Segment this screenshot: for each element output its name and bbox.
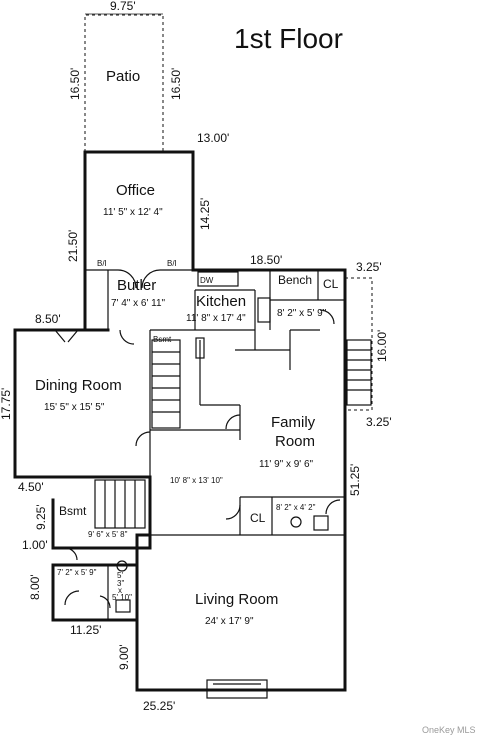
family-label-2: Room (275, 433, 315, 450)
range (257, 297, 271, 323)
island-sink (195, 337, 205, 359)
dim-office-top: 13.00' (197, 131, 229, 145)
butler-size: 7' 4" x 6' 11" (111, 298, 166, 309)
dim-step-b: 9.25' (34, 504, 48, 530)
dim-kitchen-top: 18.50' (250, 253, 282, 267)
dim-right-wall: 51.25' (348, 464, 362, 496)
dim-dining-top: 8.50' (35, 312, 61, 326)
dim-living-bottom: 25.25' (143, 699, 175, 713)
stairs-bsmt (94, 479, 146, 529)
hall-size: 10' 8" x 13' 10" (170, 476, 223, 485)
page-title: 1st Floor (234, 23, 343, 54)
fireplace (206, 679, 268, 699)
family-size: 11' 9" x 9' 6" (259, 459, 314, 470)
dw-label: DW (200, 276, 214, 285)
watermark: OneKey MLS (422, 725, 476, 735)
dim-step-c: 1.00' (22, 538, 48, 552)
toilet-left (116, 560, 128, 572)
dim-patio-width: 9.75' (110, 0, 136, 13)
patio (84, 14, 164, 152)
bsmt-top-label: Bsmt (153, 335, 172, 344)
bath-small-2: 3" (117, 579, 124, 588)
dim-office-left: 21.50' (66, 230, 80, 262)
stoop (345, 277, 373, 411)
bath-left-size: 7' 2" x 5' 9" (57, 568, 97, 577)
bsmt-left-label: Bsmt (59, 504, 87, 518)
bath-right-size: 8' 2" x 4' 2" (276, 503, 316, 512)
living-label: Living Room (195, 591, 278, 608)
cl-top-label: CL (323, 277, 339, 291)
bsmt-left-size: 9' 6" x 5' 8" (88, 530, 128, 539)
stairs-main (151, 339, 181, 429)
bath-small-4: 5' 10" (112, 593, 132, 602)
office-size: 11' 5" x 12' 4" (103, 207, 163, 218)
dim-patio-right: 16.50' (169, 68, 183, 100)
dim-living-left: 9.00' (117, 644, 131, 670)
dim-patio-left: 16.50' (68, 68, 82, 100)
dim-stoop-side: 16.00' (375, 330, 389, 362)
kitchen-counter (197, 271, 239, 287)
dim-dining-left: 17.75' (0, 388, 13, 420)
bench-label: Bench (278, 273, 312, 287)
doors (54, 269, 341, 609)
kitchen-size: 11' 8" x 17' 4" (186, 313, 246, 324)
living-size: 24' x 17' 9" (205, 616, 254, 627)
dim-office-right: 14.25' (198, 198, 212, 230)
dim-stoop-top: 3.25' (356, 260, 382, 274)
toilet-right (290, 516, 302, 528)
cl-mid-label: CL (250, 511, 266, 525)
butler-label: Butler (117, 277, 156, 294)
bi-left-label: B/I (97, 259, 107, 268)
family-label-1: Family (271, 414, 316, 431)
bench-size: 8' 2" x 5' 9" (277, 308, 327, 319)
outer-walls (13, 150, 347, 692)
interior-walls (85, 269, 345, 620)
sink-left (115, 599, 131, 613)
bath-small-3: x (118, 586, 122, 595)
dining-label: Dining Room (35, 377, 122, 394)
patio-label: Patio (106, 68, 140, 85)
dim-bath-left: 8.00' (28, 574, 42, 600)
office-label: Office (116, 182, 155, 199)
dim-step-a: 4.50' (18, 480, 44, 494)
dim-bath-bottom: 11.25' (70, 623, 101, 637)
dining-size: 15' 5" x 15' 5" (44, 402, 105, 413)
bath-small-1: 5' (117, 571, 123, 580)
bi-right-label: B/I (167, 259, 177, 268)
kitchen-label: Kitchen (196, 293, 246, 310)
dim-stoop-bottom: 3.25' (366, 415, 392, 429)
sink-right (313, 515, 329, 531)
